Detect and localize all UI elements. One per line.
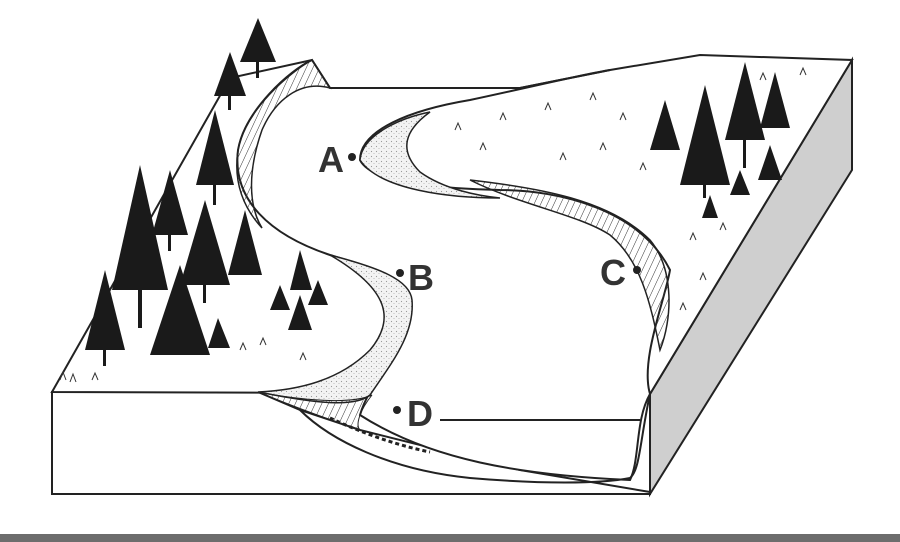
label-c: C xyxy=(600,252,626,293)
forest-left xyxy=(85,18,328,366)
label-b: B xyxy=(408,257,434,298)
forest-right xyxy=(650,62,790,218)
label-d: D xyxy=(407,393,433,434)
bottom-rule xyxy=(0,534,900,542)
cut-bank-c xyxy=(469,179,670,353)
cut-bank-lower xyxy=(257,391,373,431)
label-a: A xyxy=(318,139,344,180)
point-bar-a xyxy=(359,111,501,199)
grass xyxy=(59,66,807,383)
river-cross-section xyxy=(299,393,651,484)
marker-d-dot xyxy=(393,406,401,414)
marker-b-dot xyxy=(396,269,404,277)
marker-c-dot xyxy=(633,266,641,274)
cut-bank-upper-left xyxy=(236,59,332,229)
sediment-layer xyxy=(329,416,431,454)
river-channel xyxy=(236,58,672,482)
marker-a-dot xyxy=(348,153,356,161)
